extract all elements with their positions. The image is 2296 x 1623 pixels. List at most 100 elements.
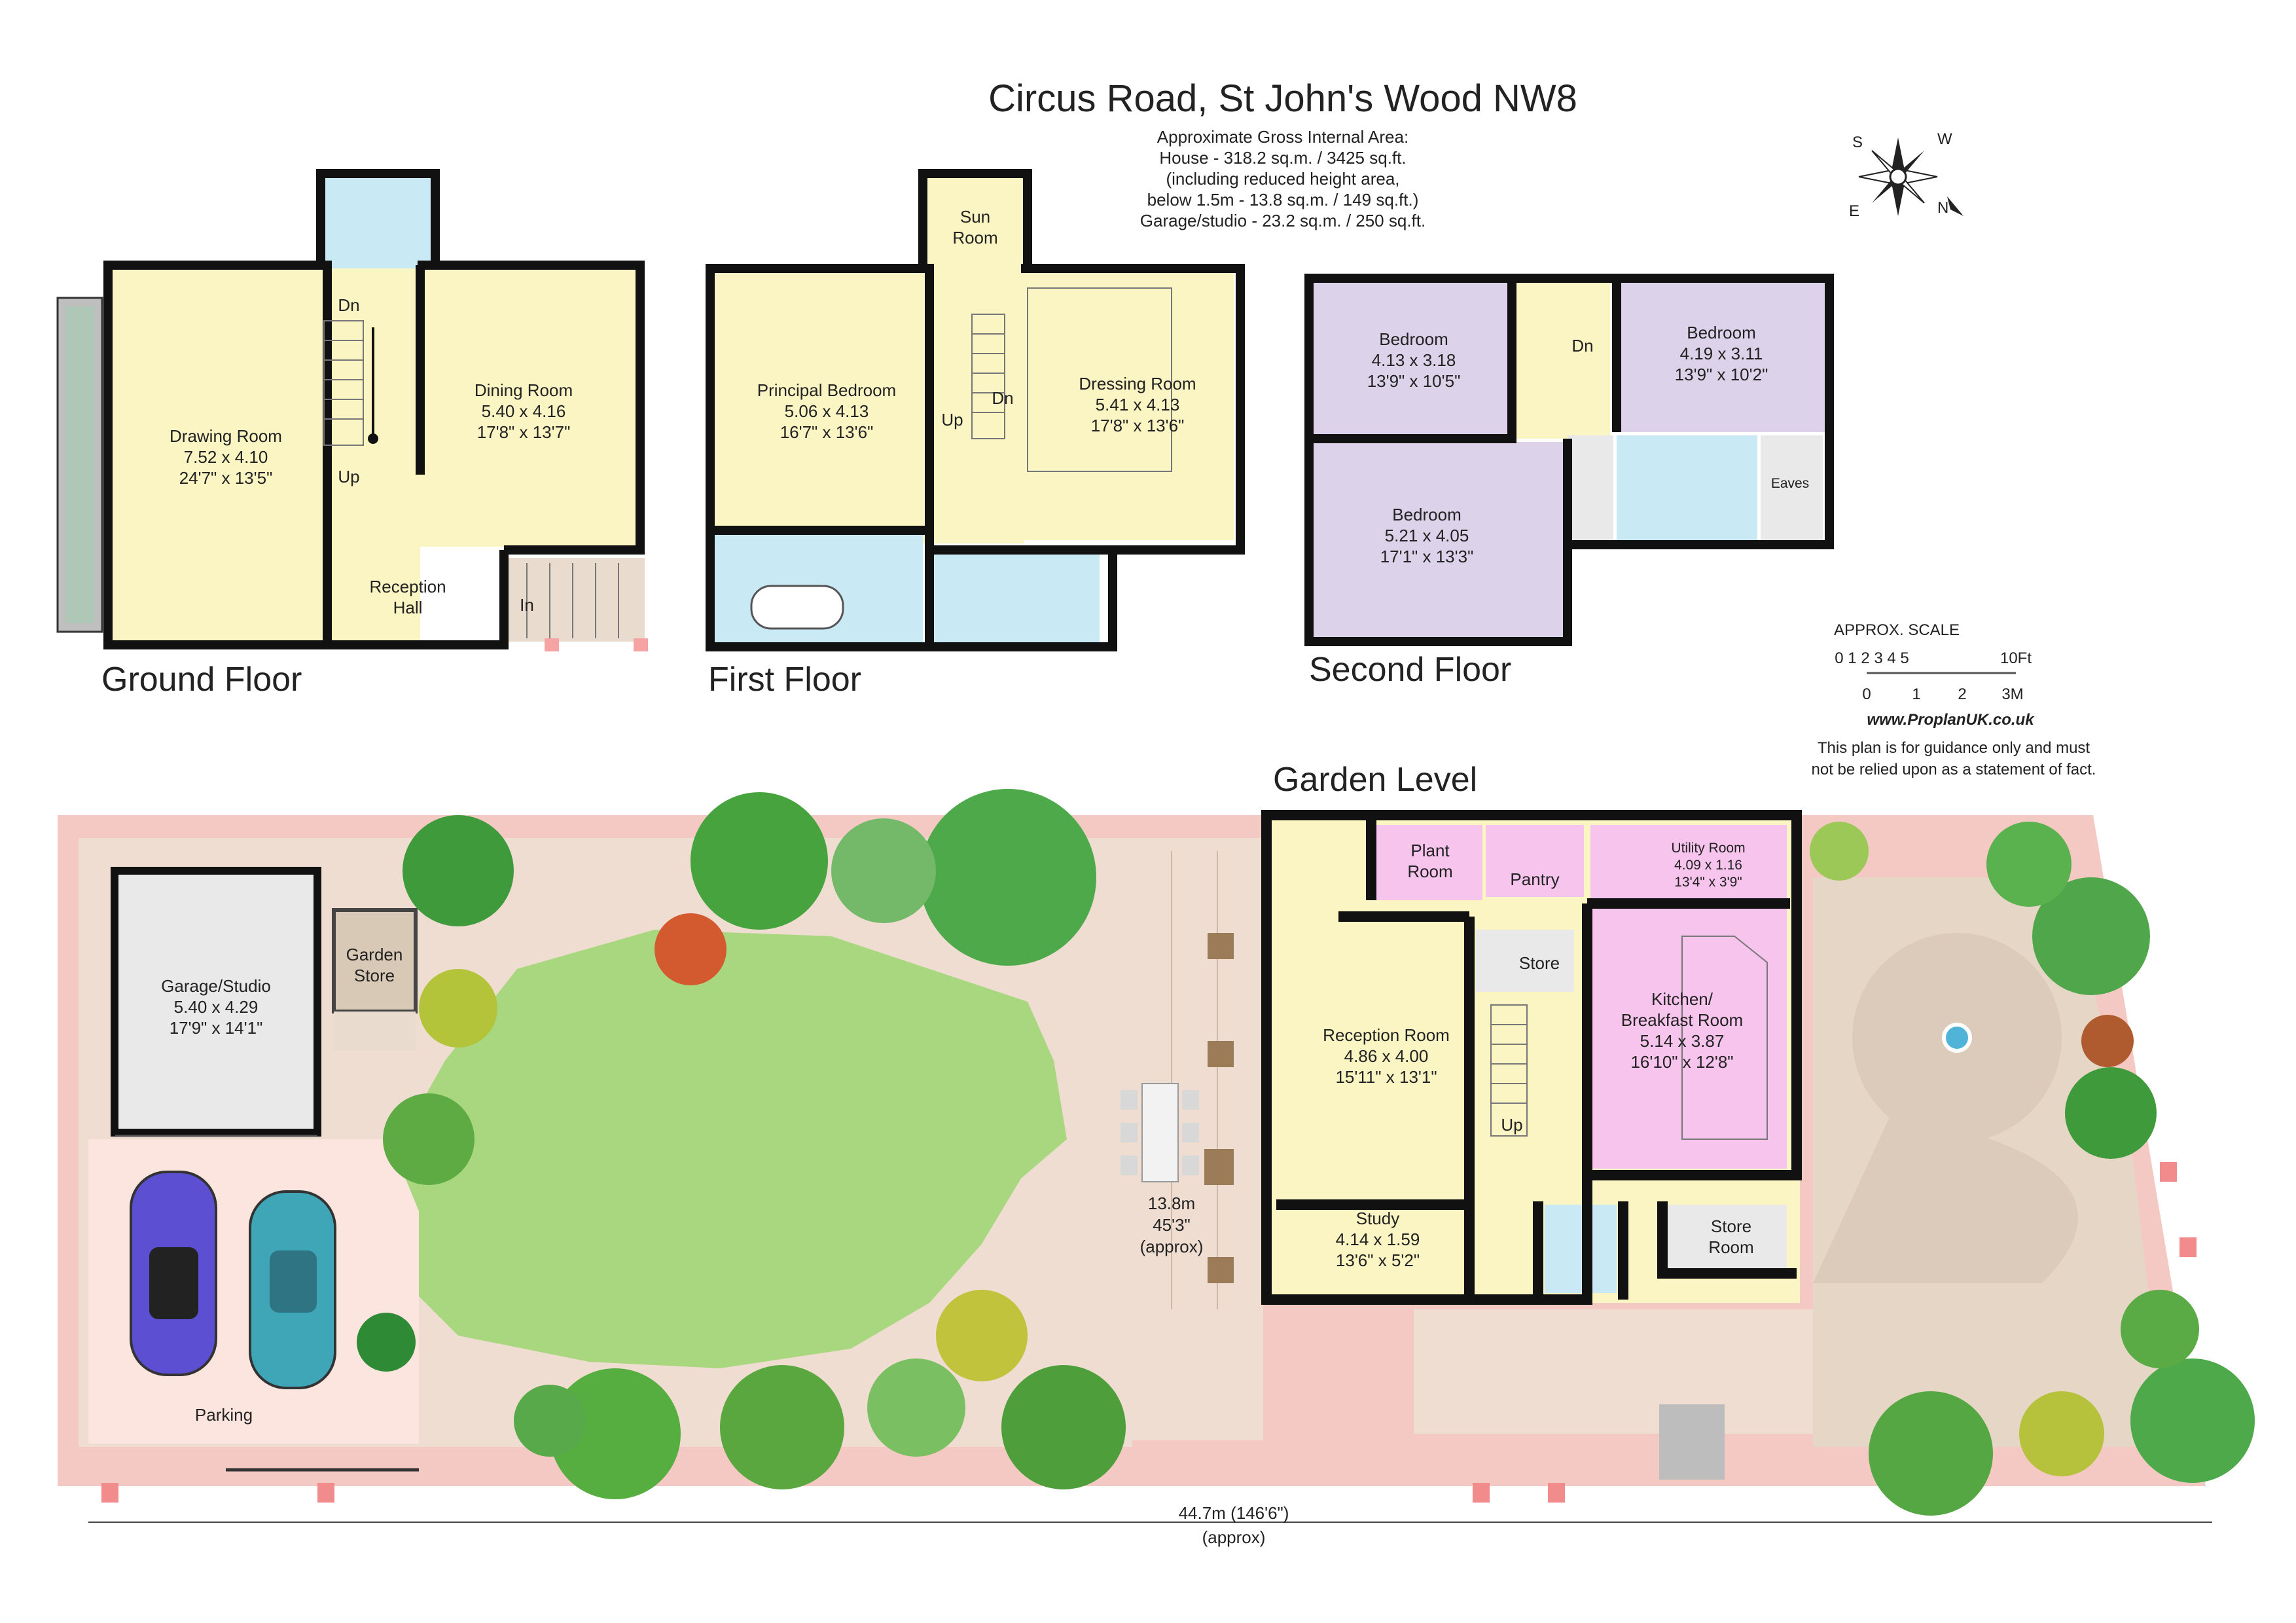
store-label: Store xyxy=(1519,953,1560,973)
principal-bedroom-metric: 5.06 x 4.13 xyxy=(785,401,869,421)
reception-room-imperial: 15'11" x 13'1" xyxy=(1335,1067,1437,1087)
kitchen-4: 16'10" x 12'8" xyxy=(1630,1052,1733,1072)
plant-room-1: Plant xyxy=(1410,841,1450,860)
garage-imperial: 17'9" x 14'1" xyxy=(170,1018,263,1038)
scale-m1: 1 xyxy=(1912,685,1920,703)
plant-room-2: Room xyxy=(1407,862,1452,881)
area-garage: Garage/studio - 23.2 sq.m. / 250 sq.ft. xyxy=(1140,211,1426,230)
bedroom1-name: Bedroom xyxy=(1379,329,1448,349)
scale-heading: APPROX. SCALE xyxy=(1834,621,1960,639)
bedroom2-metric: 4.19 x 3.11 xyxy=(1680,344,1763,363)
garden-up: Up xyxy=(1501,1115,1522,1135)
terrace-dim-2: 45'3" xyxy=(1153,1215,1191,1235)
store-room-2: Room xyxy=(1708,1237,1753,1257)
scale-m0: 0 xyxy=(1862,685,1871,703)
garden-store-1: Garden xyxy=(346,945,403,964)
drawing-room-metric: 7.52 x 4.10 xyxy=(184,447,268,467)
principal-bedroom-imperial: 16'7" x 13'6" xyxy=(780,422,874,442)
kitchen-2: Breakfast Room xyxy=(1621,1010,1743,1030)
area-summary: Approximate Gross Internal Area: House -… xyxy=(1140,127,1426,230)
drawing-room xyxy=(111,268,327,642)
drawing-room-name: Drawing Room xyxy=(170,426,282,446)
area-reduced-2: below 1.5m - 13.8 sq.m. / 149 sq.ft.) xyxy=(1147,190,1419,210)
kitchen-1: Kitchen/ xyxy=(1651,989,1713,1009)
first-floor-title: First Floor xyxy=(708,661,861,699)
area-reduced-1: (including reduced height area, xyxy=(1166,169,1399,189)
dressing-room-metric: 5.41 x 4.13 xyxy=(1096,395,1180,414)
trees xyxy=(357,789,2255,1516)
terrace-dim-3: (approx) xyxy=(1140,1237,1204,1256)
first-dn: Dn xyxy=(992,388,1013,408)
dining-room-name: Dining Room xyxy=(475,380,573,400)
dining-room-imperial: 17'8" x 13'7" xyxy=(477,422,571,442)
principal-bedroom-name: Principal Bedroom xyxy=(757,380,896,400)
scale-m3: 3M xyxy=(2001,685,2023,703)
first-floor-plan: Sun Room Principal Bedroom 5.06 x 4.13 1… xyxy=(706,169,1245,699)
reception-hall-2: Hall xyxy=(393,598,423,617)
plot-width-2: (approx) xyxy=(1202,1527,1266,1547)
plan-title: Circus Road, St John's Wood NW8 xyxy=(988,77,1577,120)
ground-in: In xyxy=(520,595,534,615)
bedroom2-name: Bedroom xyxy=(1687,323,1756,342)
utility-imperial: 13'4" x 3'9" xyxy=(1674,875,1742,890)
garden-level-plan: Garden Level xyxy=(58,761,2255,1547)
sun-room-1: Sun xyxy=(960,207,990,227)
car-icon-2 xyxy=(249,1190,336,1389)
drawing-room-imperial: 24'7" x 13'5" xyxy=(179,468,273,488)
scale-ft: 0 1 2 3 4 5 xyxy=(1835,649,1909,667)
pantry-label: Pantry xyxy=(1510,869,1559,889)
study-imperial: 13'6" x 5'2" xyxy=(1336,1250,1420,1270)
compass-s: S xyxy=(1852,134,1863,151)
compass-n: N xyxy=(1937,199,1948,217)
ground-up: Up xyxy=(338,467,359,486)
utility-metric: 4.09 x 1.16 xyxy=(1674,858,1742,873)
scale-block: APPROX. SCALE 0 1 2 3 4 5 10Ft 0 1 2 3M … xyxy=(1812,621,2096,778)
fountain xyxy=(1942,1023,1972,1053)
study-name: Study xyxy=(1356,1209,1400,1228)
reception-room-metric: 4.86 x 4.00 xyxy=(1344,1046,1429,1066)
disclaimer-1: This plan is for guidance only and must xyxy=(1818,739,2090,757)
garage-metric: 5.40 x 4.29 xyxy=(174,997,259,1017)
bedroom3-imperial: 17'1" x 13'3" xyxy=(1380,547,1474,566)
scale-m2: 2 xyxy=(1958,685,1966,703)
compass-icon: S W E N xyxy=(1849,130,1964,220)
dressing-room-imperial: 17'8" x 13'6" xyxy=(1091,416,1185,435)
bedroom1-metric: 4.13 x 3.18 xyxy=(1372,350,1456,370)
dining-table xyxy=(1121,1083,1199,1182)
bedroom3-metric: 5.21 x 4.05 xyxy=(1385,526,1469,545)
study-metric: 4.14 x 1.59 xyxy=(1336,1230,1420,1249)
compass-e: E xyxy=(1849,202,1859,220)
store-room-1: Store xyxy=(1711,1216,1751,1236)
scale-ft10: 10Ft xyxy=(2000,649,2032,667)
reception-hall-1: Reception xyxy=(369,577,446,596)
garage-studio xyxy=(111,867,321,1137)
second-floor-title: Second Floor xyxy=(1309,651,1511,689)
second-dn: Dn xyxy=(1571,336,1593,356)
ground-wc xyxy=(322,177,433,268)
terrace-dim-1: 13.8m xyxy=(1148,1194,1195,1213)
garden-store-2: Store xyxy=(354,966,395,985)
bedroom1-imperial: 13'9" x 10'5" xyxy=(1367,371,1461,391)
eaves-label: Eaves xyxy=(1771,476,1809,491)
garage-name: Garage/Studio xyxy=(161,976,271,996)
sun-room-2: Room xyxy=(952,228,997,247)
scale-url: www.ProplanUK.co.uk xyxy=(1867,711,2035,729)
first-up: Up xyxy=(941,410,963,429)
lawn xyxy=(386,930,1067,1368)
plot-width-1: 44.7m (146'6") xyxy=(1179,1503,1289,1523)
disclaimer-2: not be relied upon as a statement of fac… xyxy=(1812,761,2096,778)
compass-w: W xyxy=(1937,130,1952,148)
reception-room-name: Reception Room xyxy=(1323,1025,1450,1045)
car-icon xyxy=(130,1171,217,1376)
dining-room xyxy=(420,268,636,547)
dressing-room-name: Dressing Room xyxy=(1079,374,1196,393)
garden-level-title: Garden Level xyxy=(1273,761,1477,799)
bedroom2-imperial: 13'9" x 10'2" xyxy=(1675,365,1768,384)
utility-name: Utility Room xyxy=(1671,841,1745,856)
kitchen-3: 5.14 x 3.87 xyxy=(1640,1031,1725,1051)
ground-dn: Dn xyxy=(338,295,359,315)
bedroom3-name: Bedroom xyxy=(1392,505,1462,524)
dining-room-metric: 5.40 x 4.16 xyxy=(482,401,566,421)
parking-label: Parking xyxy=(195,1405,253,1425)
